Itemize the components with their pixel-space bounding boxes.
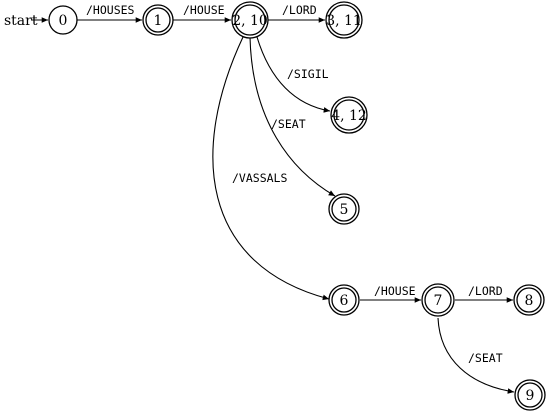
transitions: /HOUSES /HOUSE /LORD /SIGIL /SEAT /VASSA… [77,3,515,394]
state-label: 1 [154,13,163,29]
edge-label: /SIGIL [287,67,329,81]
transition-lord-2: /LORD [455,284,513,303]
state-label: 8 [525,293,534,309]
edge-line [212,36,330,301]
state-2-10: 2, 10 [231,1,269,39]
state-label: 4, 12 [331,108,367,124]
state-circle-inner [424,286,452,314]
state-8: 8 [513,284,545,316]
state-7: 7 [421,283,455,317]
transition-houses: /HOUSES [77,3,142,23]
edge-label: /SEAT [468,351,503,365]
transition-house-1: /HOUSE [173,3,231,23]
state-circle-inner [517,382,543,408]
state-5: 5 [328,193,360,225]
state-circle-inner [333,99,365,131]
edge-label: /VASSALS [232,171,287,185]
state-circle [48,5,78,35]
edge-label: /LORD [282,3,317,17]
state-label: 7 [434,293,443,309]
transition-seat-2: /SEAT [437,317,515,394]
state-label: 6 [340,293,349,309]
edge-label: /HOUSES [86,3,135,17]
state-label: 2, 10 [232,13,268,29]
state-label: 9 [526,388,535,404]
state-label: 3, 11 [326,13,362,29]
transition-sigil: /SIGIL [256,36,331,113]
start-arrow: start [4,13,48,29]
state-circle-inner [328,4,360,36]
edge-label: /LORD [468,284,503,298]
state-0: 0 [48,5,78,35]
states: 0 1 2, 10 3, 11 4, 12 5 [48,1,546,411]
state-circle-inner [331,196,357,222]
state-circle-inner [516,287,542,313]
state-3-11: 3, 11 [325,1,363,39]
state-circle-inner [145,7,171,33]
state-1: 1 [142,4,174,36]
start-label: start [4,13,38,29]
edge-label: /HOUSE [374,284,416,298]
transition-vassals: /VASSALS [212,36,330,301]
state-4-12: 4, 12 [330,96,368,134]
state-circle-inner [331,287,357,313]
state-6: 6 [328,284,360,316]
edge-line [437,317,515,394]
transition-house-2: /HOUSE [360,284,421,303]
edge-line [249,36,336,197]
edge-label: /HOUSE [183,3,225,17]
state-label: 5 [340,202,349,218]
edge-line [256,36,331,113]
edge-label: /SEAT [271,117,306,131]
state-circle-inner [234,4,266,36]
state-9: 9 [514,379,546,411]
state-label: 0 [59,13,68,29]
transition-lord-1: /LORD [268,3,325,23]
transition-seat-1: /SEAT [249,36,336,197]
